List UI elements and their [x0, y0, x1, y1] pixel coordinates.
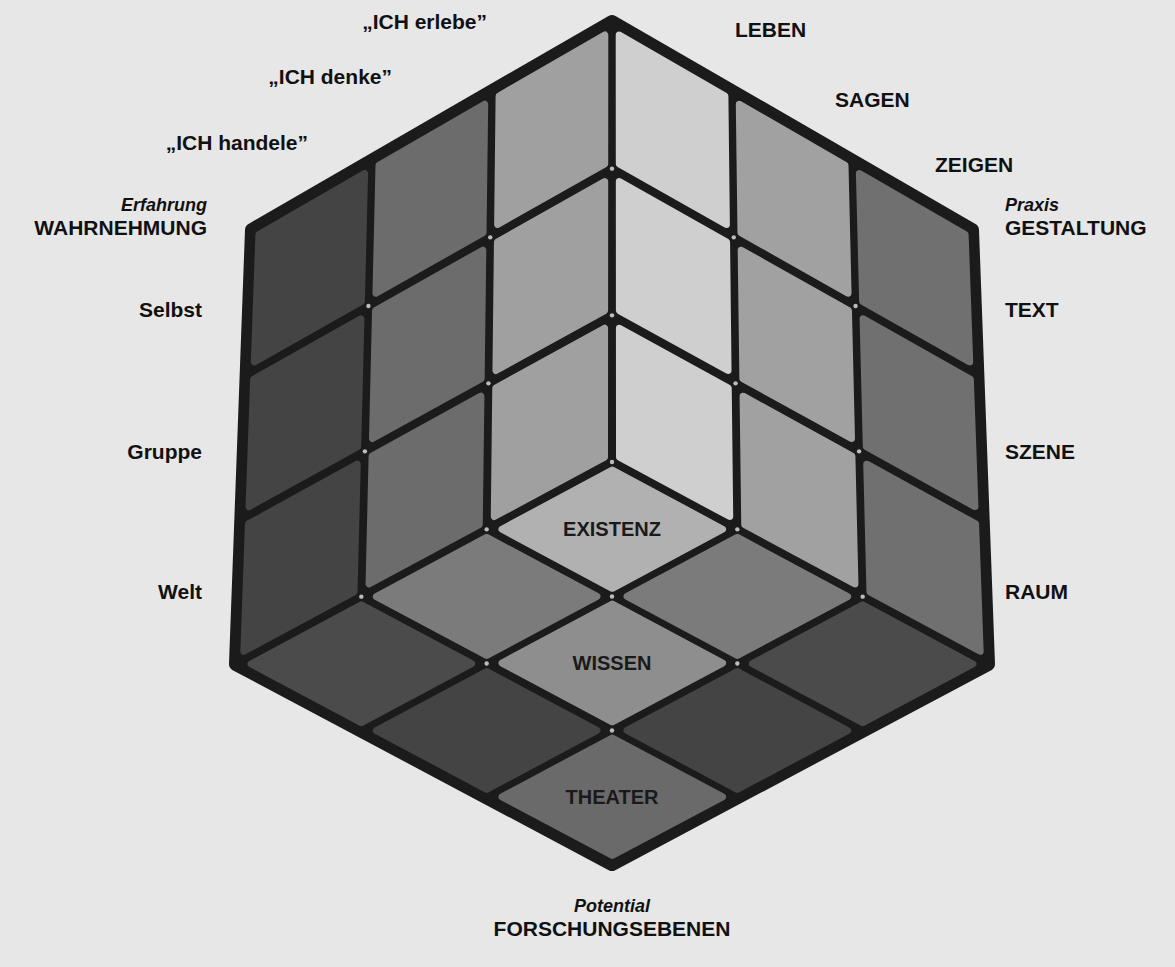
- axis-label: Praxis: [1005, 195, 1059, 216]
- cell-tile: [502, 470, 723, 588]
- axis-label: LEBEN: [735, 18, 806, 42]
- grid-dot: [488, 235, 492, 239]
- grid-dot: [733, 381, 737, 385]
- cell-label: EXISTENZ: [563, 518, 661, 541]
- cell-label: THEATER: [566, 786, 659, 809]
- axis-label: RAUM: [1005, 580, 1068, 604]
- axis-label: Gruppe: [127, 440, 202, 464]
- grid-dot: [610, 166, 614, 170]
- grid-dot: [363, 449, 367, 453]
- axis-label: TEXT: [1005, 298, 1059, 322]
- grid-dot: [857, 449, 861, 453]
- grid-dot: [366, 304, 370, 308]
- grid-dot: [610, 313, 614, 317]
- axis-label: „ICH erlebe”: [362, 10, 487, 34]
- axis-label: ZEIGEN: [935, 153, 1013, 177]
- grid-dot: [735, 527, 739, 531]
- axis-label: „ICH denke”: [268, 65, 392, 89]
- grid-dot: [853, 304, 857, 308]
- grid-dot: [486, 381, 490, 385]
- axis-label: WAHRNEHMUNG: [34, 216, 207, 240]
- cube-frame: [236, 22, 988, 864]
- grid-dot: [610, 460, 614, 464]
- axis-label: Potential: [574, 896, 650, 917]
- grid-dot: [610, 728, 614, 732]
- axis-label: „ICH handele”: [166, 131, 308, 155]
- grid-dot: [610, 594, 614, 598]
- cell-tile: [502, 738, 723, 856]
- cell-tile: [502, 604, 723, 722]
- grid-dot: [860, 594, 864, 598]
- axis-label: SAGEN: [835, 88, 910, 112]
- grid-dot: [732, 235, 736, 239]
- axis-label: Erfahrung: [121, 195, 207, 216]
- cube-cell: WISSEN: [498, 600, 727, 726]
- axis-label: GESTALTUNG: [1005, 216, 1147, 240]
- axis-label: Selbst: [139, 298, 202, 322]
- cube-cell: EXISTENZ: [498, 466, 727, 592]
- grid-dot: [735, 661, 739, 665]
- axis-label: SZENE: [1005, 440, 1075, 464]
- axis-label: Welt: [158, 580, 202, 604]
- grid-dot: [484, 527, 488, 531]
- cell-label: WISSEN: [573, 652, 652, 675]
- grid-dot: [359, 594, 363, 598]
- axis-label: FORSCHUNGSEBENEN: [494, 917, 731, 941]
- grid-dot: [484, 661, 488, 665]
- cube-cell: THEATER: [498, 734, 727, 860]
